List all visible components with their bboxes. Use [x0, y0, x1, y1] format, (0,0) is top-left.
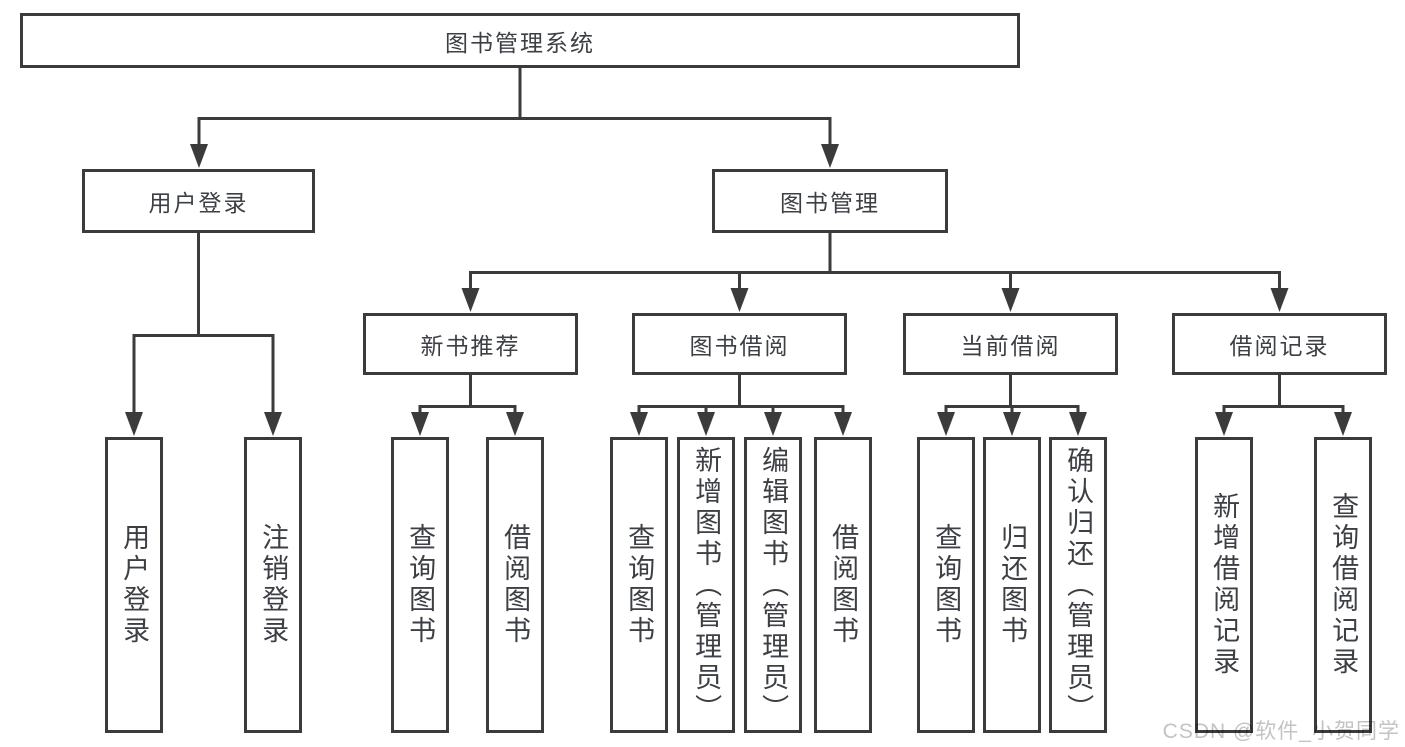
arrowhead-icons	[125, 144, 1352, 436]
leaf-query-books-current: 查询图书	[917, 437, 975, 733]
node-root: 图书管理系统	[20, 13, 1020, 68]
node-user-login: 用户登录	[82, 169, 315, 233]
leaf-user-login: 用户登录	[105, 437, 163, 733]
leaf-add-book-admin: 新增图书（管理员）	[677, 437, 735, 733]
leaf-logout: 注销登录	[244, 437, 302, 733]
leaf-edit-book-admin: 编辑图书（管理员）	[744, 437, 802, 733]
node-borrowing-records: 借阅记录	[1172, 313, 1387, 375]
node-book-management: 图书管理	[712, 169, 948, 233]
node-new-book-recommend: 新书推荐	[363, 313, 578, 375]
leaf-borrow-books-recommend: 借阅图书	[486, 437, 544, 733]
node-current-borrowing: 当前借阅	[903, 313, 1118, 375]
leaf-add-borrow-record: 新增借阅记录	[1195, 437, 1253, 733]
node-book-borrowing: 图书借阅	[632, 313, 847, 375]
leaf-query-books-recommend: 查询图书	[391, 437, 449, 733]
watermark: CSDN @软件_小贺同学	[1162, 720, 1400, 743]
leaf-borrow-books-borrow: 借阅图书	[814, 437, 872, 733]
leaf-confirm-return-admin: 确认归还（管理员）	[1049, 437, 1107, 733]
leaf-return-books: 归还图书	[983, 437, 1041, 733]
leaf-query-books-borrow: 查询图书	[610, 437, 668, 733]
leaf-query-borrow-record: 查询借阅记录	[1314, 437, 1372, 733]
